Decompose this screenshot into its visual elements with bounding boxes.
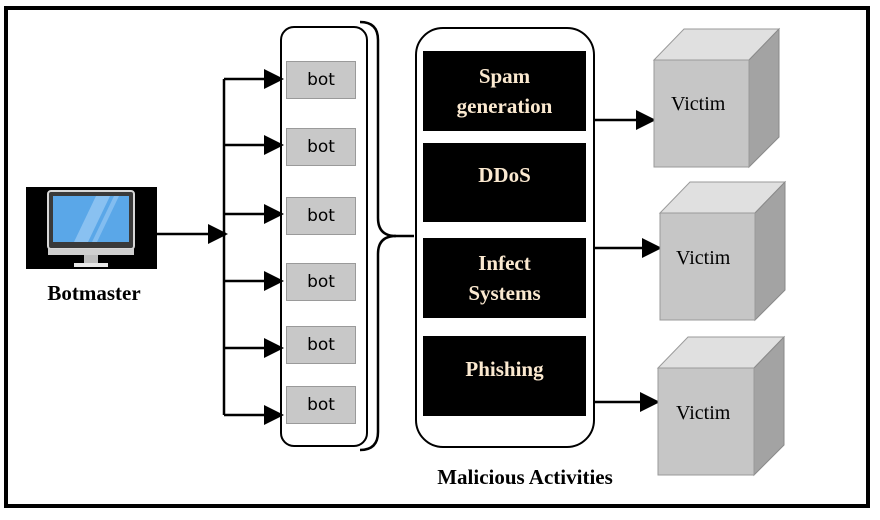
victim-cube-1 [652, 27, 781, 169]
bot-node: bot [286, 61, 356, 99]
botmaster-computer-icon [26, 187, 157, 269]
bot-node: bot [286, 386, 356, 424]
victim-label: Victim [671, 93, 726, 115]
victim-cube-2 [658, 180, 787, 322]
activity-spam-generation: Spam generation [423, 51, 586, 131]
activity-ddos: DDoS [423, 143, 586, 222]
botmaster-label: Botmaster [47, 281, 141, 305]
activity-infect-systems: Infect Systems [423, 238, 586, 318]
victim-cube-3 [656, 335, 786, 477]
bot-group [280, 26, 368, 447]
bot-node: bot [286, 128, 356, 166]
malicious-activities-group [415, 27, 595, 448]
bot-node: bot [286, 326, 356, 364]
bot-node: bot [286, 197, 356, 235]
activity-phishing: Phishing [423, 336, 586, 416]
bot-node: bot [286, 263, 356, 301]
malicious-activities-label: Malicious Activities [437, 465, 613, 489]
victim-label: Victim [676, 247, 731, 269]
victim-label: Victim [676, 402, 731, 424]
